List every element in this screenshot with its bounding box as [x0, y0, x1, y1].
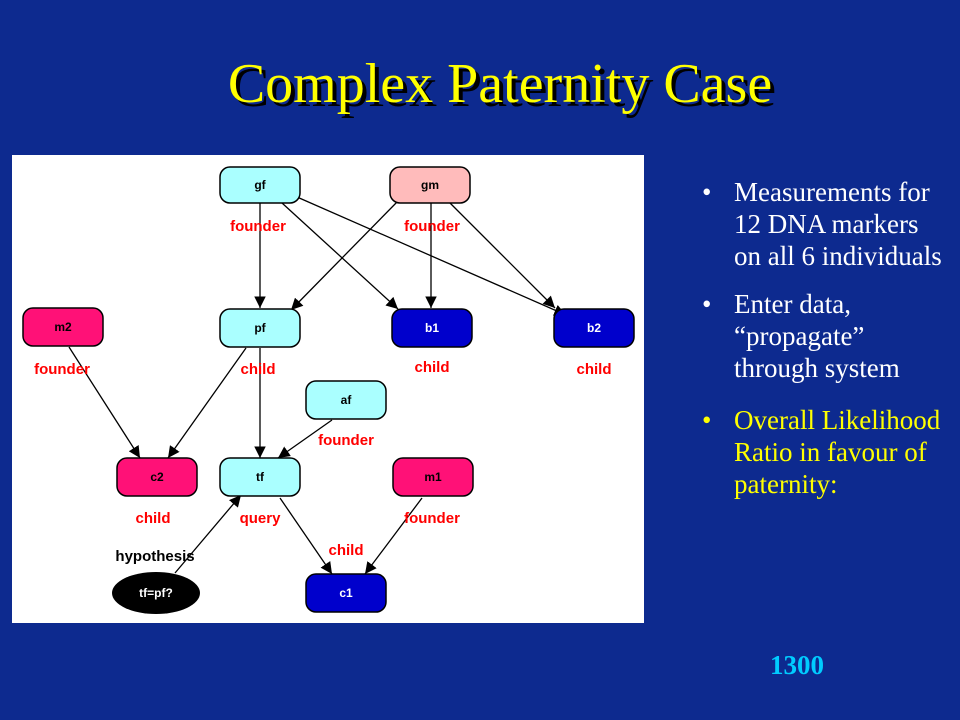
node-c1-label: c1 [339, 586, 353, 600]
edge-m2-c2 [68, 346, 141, 459]
role-label-gf: founder [230, 218, 286, 235]
node-c2-label: c2 [150, 470, 164, 484]
node-af: af [305, 380, 387, 420]
node-m2: m2 [22, 307, 104, 347]
role-label-af: founder [318, 432, 374, 449]
edge-tf-c1 [279, 497, 333, 575]
slide-title: Complex Paternity Case [227, 53, 773, 115]
bullet-dot: • [702, 405, 712, 435]
role-label-m1: founder [404, 510, 460, 527]
role-labels: founder founder founder child child chil… [34, 218, 611, 565]
node-m1-label: m1 [424, 470, 442, 484]
role-label-b2: child [576, 361, 611, 378]
node-tf: tf [219, 457, 301, 497]
node-m1: m1 [392, 457, 474, 497]
role-label-m2: founder [34, 361, 90, 378]
bullet-dot: • [702, 177, 712, 207]
role-label-b1: child [414, 359, 449, 376]
node-af-label: af [341, 393, 353, 407]
node-b1-label: b1 [425, 321, 439, 335]
role-label-gm: founder [404, 218, 460, 235]
node-b1: b1 [391, 308, 473, 348]
edges [68, 196, 567, 575]
role-label-c2: child [135, 510, 170, 527]
role-label-hypothesis: hypothesis [115, 548, 194, 565]
bullet-text: Measurements for 12 DNA markers on all 6… [734, 177, 942, 271]
node-m2-label: m2 [54, 320, 72, 334]
node-pf: pf [219, 308, 301, 348]
bullet-text: Enter data, “propagate” through system [734, 289, 900, 383]
bullet-item: • Measurements for 12 DNA markers on all… [700, 176, 950, 272]
edge-af-tf [277, 419, 333, 459]
node-c1: c1 [305, 573, 387, 613]
node-hypothesis-label: tf=pf? [139, 586, 173, 600]
pedigree-diagram: gf gm m2 pf b1 b2 af c2 [12, 155, 644, 623]
bullet-list: • Measurements for 12 DNA markers on all… [700, 176, 950, 500]
node-tf-label: tf [256, 470, 265, 484]
node-pf-label: pf [254, 321, 266, 335]
edge-gm-b2 [449, 202, 556, 309]
bullet-text: Overall Likelihood Ratio in favour of pa… [734, 405, 941, 499]
node-c2: c2 [116, 457, 198, 497]
bullet-dot: • [702, 289, 712, 319]
edge-gm-pf [290, 200, 399, 311]
likelihood-ratio-value: 1300 [770, 650, 824, 680]
node-b2-label: b2 [587, 321, 601, 335]
role-label-c1: child [328, 542, 363, 559]
node-gf: gf [219, 166, 301, 204]
node-gf-label: gf [254, 178, 266, 192]
node-b2: b2 [553, 308, 635, 348]
node-gm-label: gm [421, 178, 439, 192]
edge-gf-b1 [281, 202, 399, 310]
edge-hyp-tf [174, 494, 242, 574]
role-label-tf: query [240, 510, 282, 527]
bullet-item: • Overall Likelihood Ratio in favour of … [700, 404, 950, 500]
bullet-item: • Enter data, “propagate” through system [700, 288, 950, 384]
role-label-pf: child [240, 361, 275, 378]
edge-pf-c2 [167, 347, 247, 459]
node-gm: gm [389, 166, 471, 204]
node-hypothesis: tf=pf? [112, 572, 200, 614]
pedigree-diagram-svg: gf gm m2 pf b1 b2 af c2 [22, 166, 635, 614]
edge-m1-c1 [364, 497, 423, 575]
